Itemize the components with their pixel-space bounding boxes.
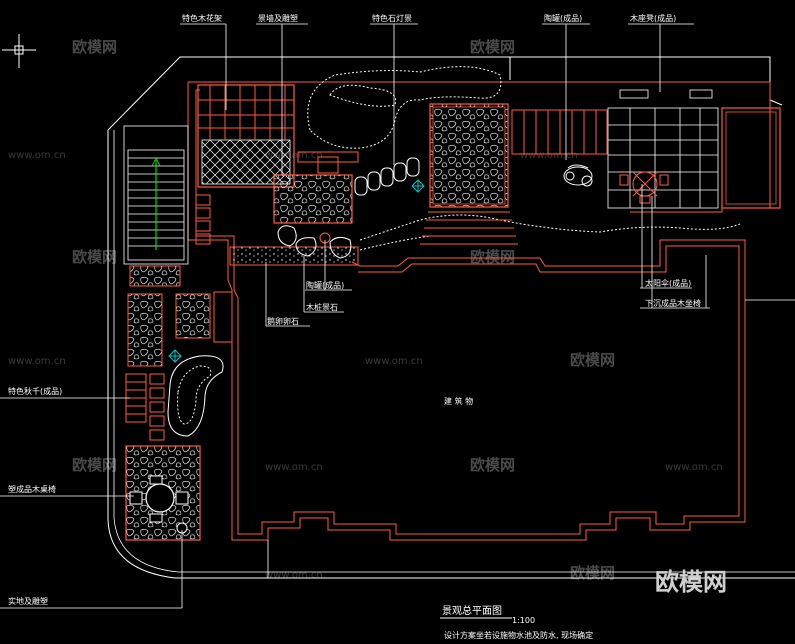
lawn-edges xyxy=(307,66,741,251)
label-sunken-seat: 下沉成品木坐椅 xyxy=(645,298,701,308)
stone-blocks xyxy=(127,265,233,367)
watermark-site: www.om.cn xyxy=(8,356,66,367)
label-feature-wall: 景墙及雕塑 xyxy=(258,13,298,23)
watermark-layer: www.om.cn www.om.cn www.om.cn www.om.cn … xyxy=(8,38,723,582)
watermark-brand: 欧模网 xyxy=(570,564,615,582)
pond xyxy=(167,355,224,437)
label-pergola: 特色木花架 xyxy=(182,13,222,23)
watermark-site: www.om.cn xyxy=(8,150,66,161)
drawing-scale: 1:100 xyxy=(512,616,535,625)
watermark-brand: 欧模网 xyxy=(72,38,117,56)
swing-deck xyxy=(125,373,165,441)
watermark-brand: 欧模网 xyxy=(570,351,615,369)
watermark-site: www.om.cn xyxy=(665,462,723,473)
table-set-area xyxy=(125,445,201,541)
watermark-brand: 欧模网 xyxy=(470,456,515,474)
label-swing: 特色秋千(成品) xyxy=(8,386,62,396)
watermark-brand: 欧模网 xyxy=(470,38,515,56)
label-pottery-2: 陶罐(成品) xyxy=(306,280,344,290)
label-bench: 木座凳(成品) xyxy=(630,13,676,23)
feature-wall xyxy=(273,151,359,224)
title-block: 景观总平面图 1:100 设计方案坐若设施物水池及防水, 现场确定 xyxy=(440,604,593,640)
watermark-site: www.om.cn xyxy=(265,462,323,473)
label-table-set: 塑成品木桌椅 xyxy=(8,484,56,494)
pottery-jar xyxy=(563,164,593,187)
stepping-pavers xyxy=(195,194,211,245)
label-sculpture: 实地及雕塑 xyxy=(8,596,48,606)
label-stone-lamp: 特色石灯景 xyxy=(372,13,412,23)
label-pottery: 陶罐(成品) xyxy=(544,13,582,23)
cyan-marker-icon xyxy=(168,179,425,363)
watermark-brand: 欧模网 xyxy=(470,248,515,266)
stepping-stones xyxy=(354,157,420,196)
drawing-title: 景观总平面图 xyxy=(442,604,502,617)
watermark-brand: 欧模网 xyxy=(72,456,117,474)
label-building: 建 筑 物 xyxy=(444,396,473,406)
left-stair xyxy=(123,125,189,265)
ucs-crosshair-icon xyxy=(2,34,36,68)
watermark-site: www.om.cn xyxy=(520,150,578,161)
site-boundary xyxy=(107,56,795,579)
callout-labels: 特色木花架 景墙及雕塑 特色石灯景 陶罐(成品) 木座凳(成品) 太阳伞(成品)… xyxy=(8,13,701,606)
watermark-brand: 欧模网 xyxy=(72,248,117,266)
storage-box xyxy=(721,107,781,209)
drawing-note: 设计方案坐若设施物水池及防水, 现场确定 xyxy=(444,630,593,640)
paving-grid xyxy=(607,89,719,209)
label-umbrella: 太阳伞(成品) xyxy=(645,278,691,288)
cobble-terrace xyxy=(420,103,518,245)
watermark-site: www.om.cn xyxy=(365,356,423,367)
wood-deck xyxy=(511,109,608,155)
umbrella-table-set xyxy=(619,171,669,204)
brand-logo-watermark: 欧模网 xyxy=(655,568,727,596)
label-pebbles: 鹅卵卵石 xyxy=(267,316,299,326)
watermark-site: www.om.cn xyxy=(265,570,323,581)
leader-lines xyxy=(0,23,710,609)
pergola xyxy=(197,84,295,188)
pebble-strip xyxy=(229,246,359,266)
label-wood-rocks: 木桩景石 xyxy=(306,302,338,312)
